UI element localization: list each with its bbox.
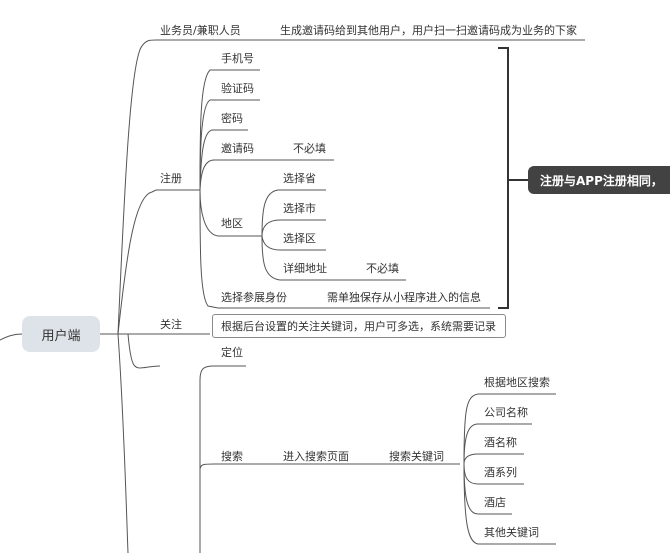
node-phone[interactable]: 手机号 xyxy=(221,52,254,65)
node-salesman-desc[interactable]: 生成邀请码给到其他用户，用户扫一扫邀请码成为业务的下家 xyxy=(280,24,577,37)
node-invite-note[interactable]: 不必填 xyxy=(293,142,326,155)
node-salesman[interactable]: 业务员/兼职人员 xyxy=(160,24,241,37)
node-keyword-item[interactable]: 酒店 xyxy=(484,496,506,509)
node-verify-code[interactable]: 验证码 xyxy=(221,82,254,95)
node-search[interactable]: 搜索 xyxy=(221,450,243,463)
node-keyword-item[interactable]: 公司名称 xyxy=(484,406,528,419)
node-identity-note[interactable]: 需单独保存从小程序进入的信息 xyxy=(327,291,481,304)
node-keyword-item[interactable]: 根据地区搜索 xyxy=(484,376,550,389)
node-province[interactable]: 选择省 xyxy=(283,172,316,185)
node-keyword-item[interactable]: 其他关键词 xyxy=(484,526,539,539)
node-password[interactable]: 密码 xyxy=(221,112,243,125)
summary-node[interactable]: 注册与APP注册相同， xyxy=(528,166,670,194)
node-city[interactable]: 选择市 xyxy=(283,202,316,215)
node-region[interactable]: 地区 xyxy=(221,217,243,230)
node-address[interactable]: 详细地址 xyxy=(283,262,327,275)
node-address-note[interactable]: 不必填 xyxy=(366,262,399,275)
node-district[interactable]: 选择区 xyxy=(283,232,316,245)
node-identity[interactable]: 选择参展身份 xyxy=(221,291,287,304)
node-locate[interactable]: 定位 xyxy=(221,346,243,359)
node-search-keywords[interactable]: 搜索关键词 xyxy=(389,450,444,463)
root-node[interactable]: 用户端 xyxy=(22,316,100,352)
node-register[interactable]: 注册 xyxy=(160,172,182,185)
node-keyword-item[interactable]: 酒名称 xyxy=(484,436,517,449)
node-follow-desc[interactable]: 根据后台设置的关注关键词，用户可多选，系统需要记录 xyxy=(212,314,506,338)
node-invite-code[interactable]: 邀请码 xyxy=(221,142,254,155)
node-keyword-item[interactable]: 酒系列 xyxy=(484,466,517,479)
node-search-page[interactable]: 进入搜索页面 xyxy=(283,450,349,463)
node-follow[interactable]: 关注 xyxy=(160,318,182,331)
